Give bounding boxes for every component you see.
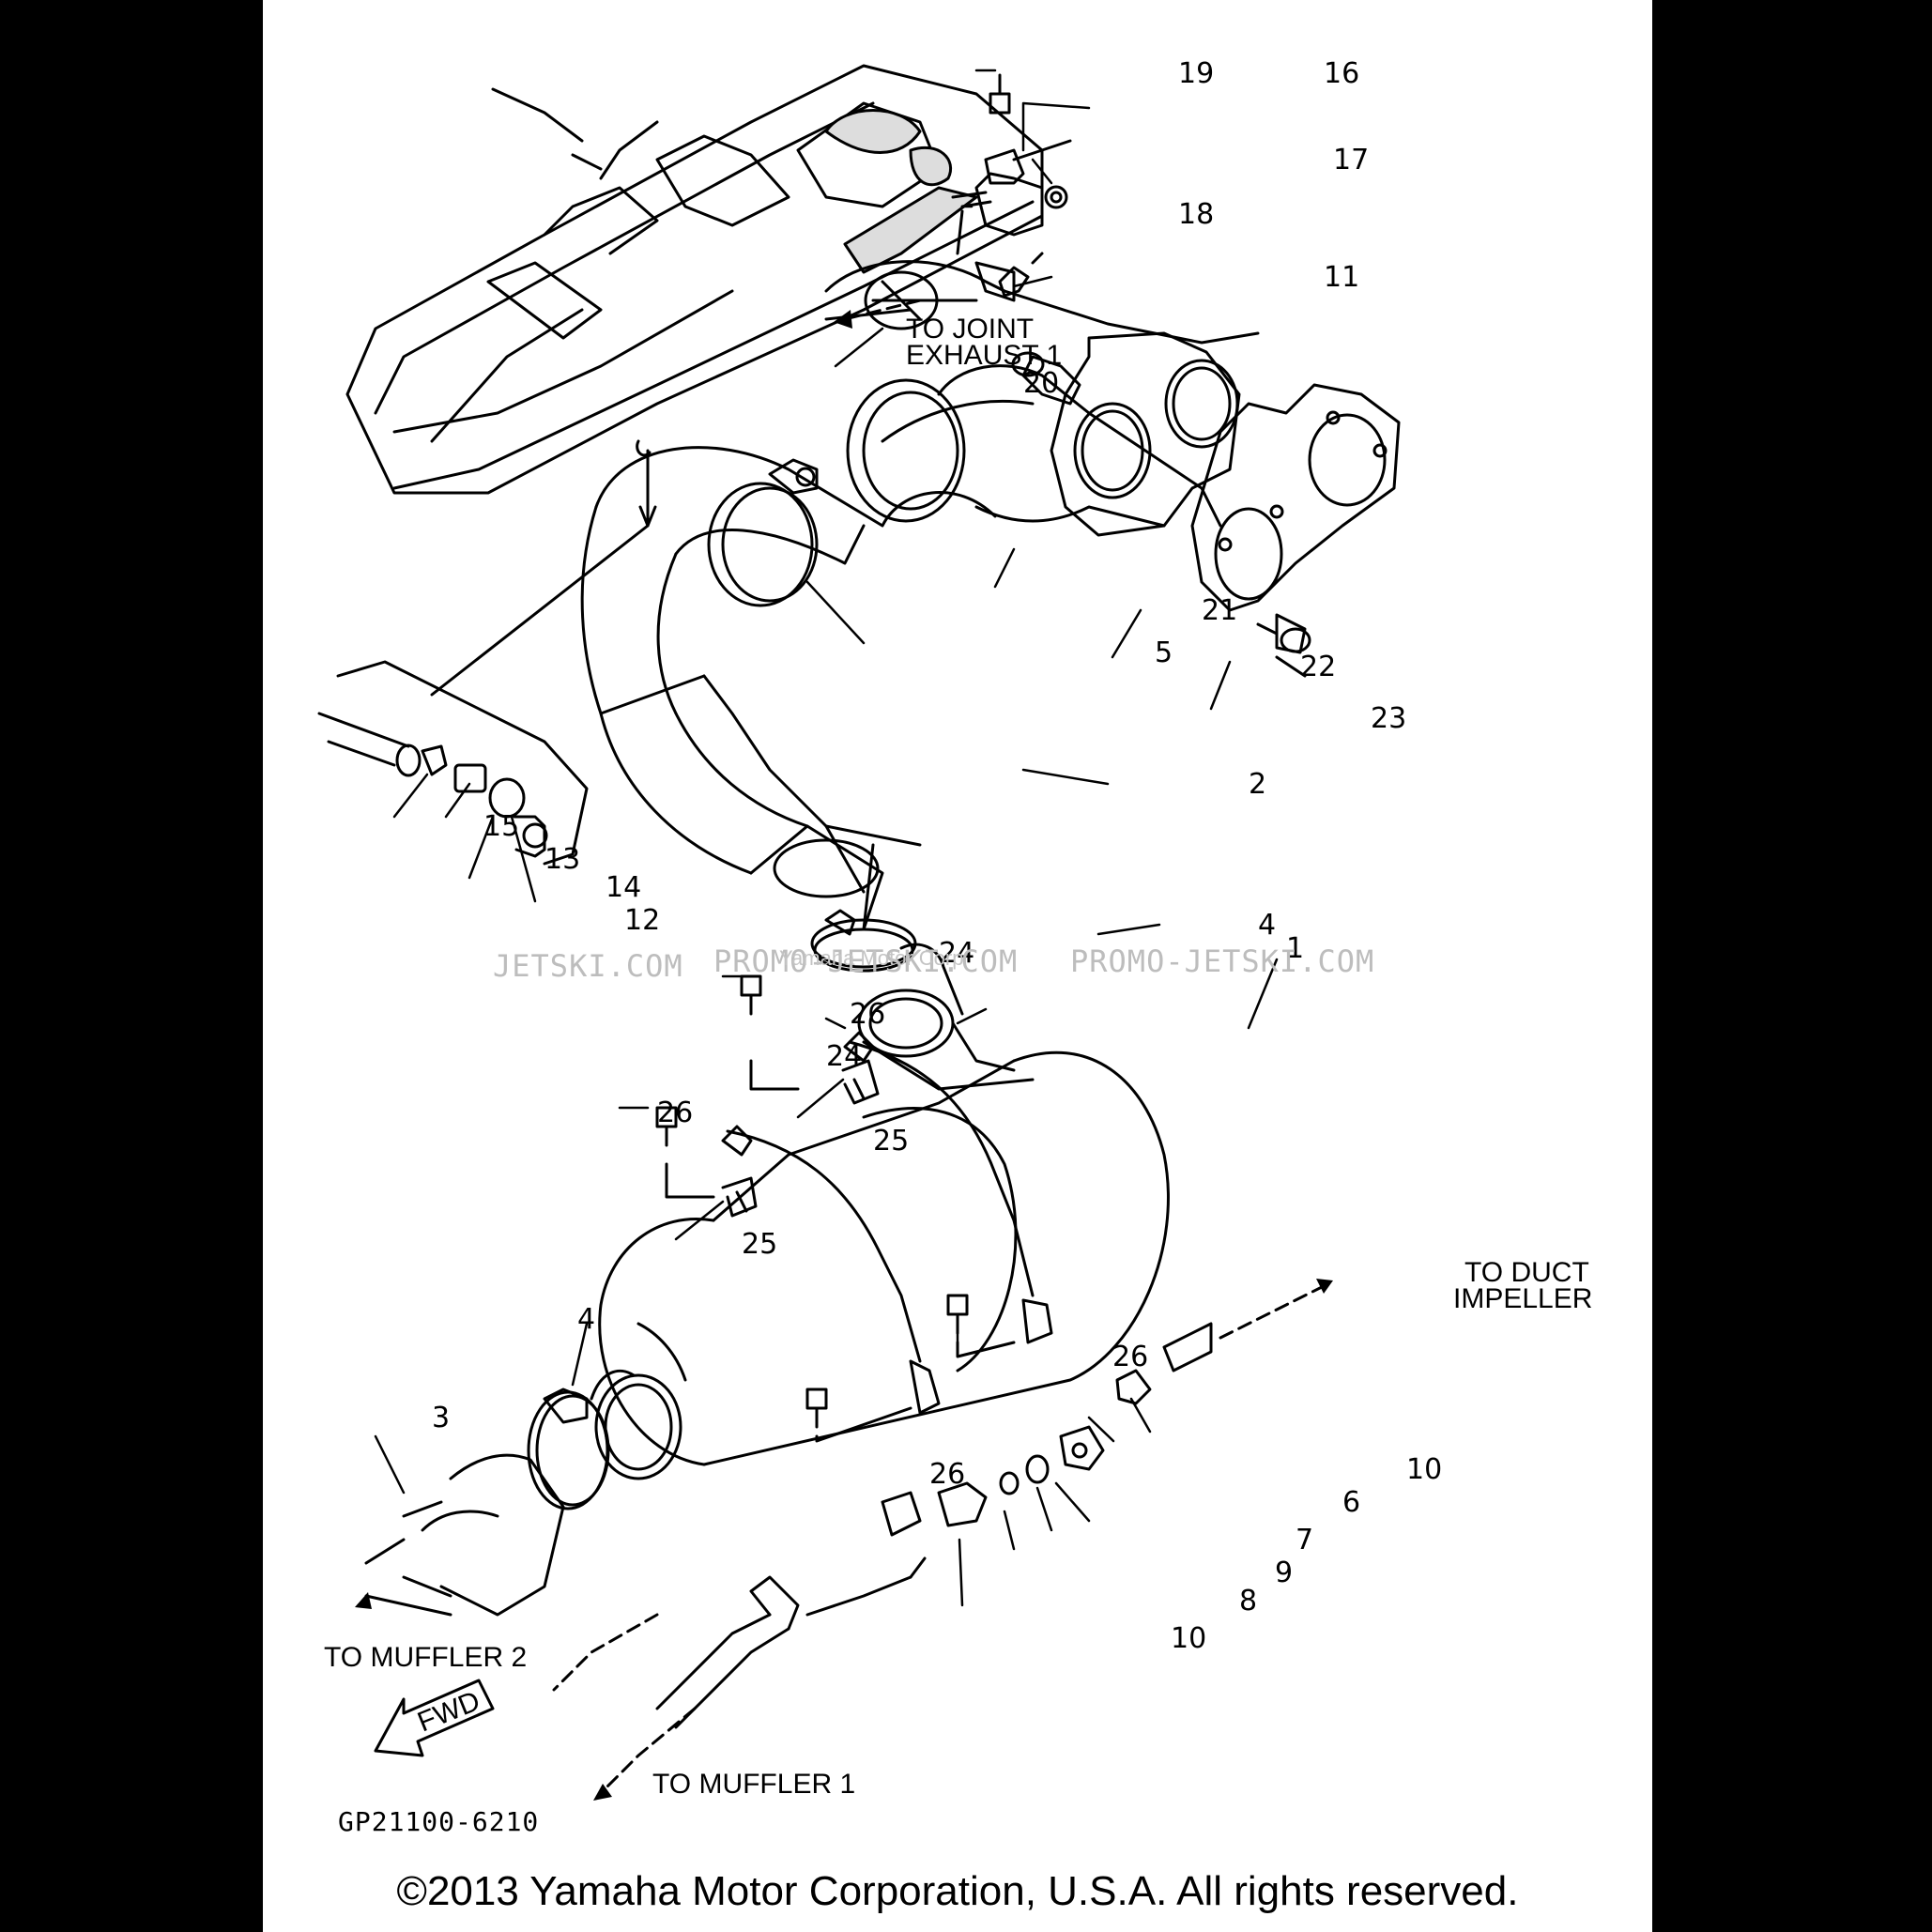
callout-15: 15 (483, 810, 519, 843)
strap-24-rear (843, 1031, 1053, 1344)
callout-26-lower: 26 (929, 1458, 965, 1491)
note-to-joint-1: TO JOINT (906, 314, 1034, 345)
bolt-26-a (740, 974, 762, 1016)
callout-25-upper: 25 (873, 1125, 909, 1158)
gasket-22 (1190, 383, 1401, 612)
callout-10-left: 10 (1171, 1622, 1206, 1655)
watermark-left: JETSKI.COM (493, 948, 683, 984)
arrowheads (355, 310, 1333, 1801)
bolt-26-d (805, 1388, 828, 1429)
callout-21: 21 (1202, 594, 1237, 627)
bolt-26-b (655, 1106, 678, 1147)
callout-9: 9 (1275, 1556, 1293, 1589)
callout-24-upper: 24 (939, 937, 974, 970)
callout-17: 17 (1333, 144, 1369, 176)
drawing-code: GP21100-6210 (338, 1806, 539, 1837)
callout-1: 1 (1286, 932, 1304, 965)
bracket-parts-16-19 (951, 73, 1072, 255)
callout-16: 16 (1324, 57, 1359, 90)
bolt-23 (1256, 613, 1311, 678)
callout-5: 5 (1155, 636, 1173, 669)
fittings-6-10 (881, 1322, 1213, 1537)
callout-7: 7 (1296, 1524, 1313, 1556)
exhaust-joint-manifold (824, 260, 1260, 537)
watermark: JETSKI.COM PROMO-JETSKI.COM PROMO-JETSKI… (493, 943, 1374, 984)
callout-25-lower: 25 (742, 1228, 777, 1261)
fwd-arrow (374, 1679, 495, 1757)
hose-clamp-5 (707, 458, 819, 607)
callout-19: 19 (1178, 57, 1214, 90)
note-to-joint-2: EXHAUST 1 (906, 340, 1062, 371)
strap-24-front (721, 1125, 941, 1415)
part-callouts: 1 2 3 4 4 5 6 7 8 9 10 10 11 12 13 14 15… (432, 57, 1442, 1655)
callout-14: 14 (606, 871, 641, 904)
callout-12: 12 (624, 904, 660, 937)
callout-23: 23 (1371, 702, 1406, 735)
callout-2: 2 (1249, 768, 1266, 801)
bracket-25-right (841, 1059, 880, 1105)
callout-8: 8 (1239, 1585, 1257, 1618)
callout-10-right: 10 (1406, 1453, 1442, 1486)
watercraft-illustration (345, 64, 1044, 697)
copyright-notice: ©2013 Yamaha Motor Corporation, U.S.A. A… (396, 1868, 1519, 1914)
flow-arrows (552, 299, 1326, 1795)
bolt-26-c (946, 1294, 969, 1335)
callout-4-upper: 4 (1258, 909, 1276, 942)
exhaust-parts-diagram: 1 2 3 4 4 5 6 7 8 9 10 10 11 12 13 14 15… (317, 57, 1592, 1837)
bracket-25-left (721, 1176, 758, 1218)
note-to-muffler-1: TO MUFFLER 1 (652, 1769, 855, 1800)
callout-4-lower: 4 (577, 1303, 595, 1336)
callout-24-lower: 24 (826, 1040, 862, 1073)
muffler-1 (590, 943, 1170, 1480)
hose-clamp-4-lower (527, 1388, 610, 1510)
callout-20: 20 (1023, 367, 1059, 400)
hose-to-muffler-1 (655, 1556, 927, 1729)
callout-18: 18 (1178, 198, 1214, 231)
callout-26-left: 26 (657, 1096, 693, 1129)
note-to-duct-1: TO DUCT (1464, 1257, 1589, 1288)
hose-3 (364, 1453, 565, 1617)
callout-11: 11 (1324, 261, 1359, 294)
callout-26-upper: 26 (850, 998, 885, 1031)
clip-11 (998, 252, 1044, 298)
watermark-center: PROMO-JETSKI.COM (713, 943, 1018, 979)
callout-22: 22 (1300, 651, 1336, 683)
parts-diagram-sheet: 1 2 3 4 4 5 6 7 8 9 10 10 11 12 13 14 15… (263, 0, 1652, 1932)
note-to-duct-2: IMPELLER (1453, 1283, 1592, 1314)
callout-13: 13 (544, 843, 580, 876)
watermark-right: PROMO-JETSKI.COM (1070, 943, 1374, 979)
callout-6: 6 (1342, 1486, 1360, 1519)
exhaust-pipe-2 (580, 446, 997, 931)
leader-lines (374, 69, 1279, 1607)
callout-26-right: 26 (1112, 1341, 1148, 1373)
callout-3: 3 (432, 1402, 450, 1434)
routing-notes: TO JOINT EXHAUST 1 TO DUCT IMPELLER TO M… (324, 314, 1592, 1837)
hose-fitting-assembly (317, 660, 589, 866)
note-to-muffler-2: TO MUFFLER 2 (324, 1642, 527, 1673)
watermark-overlay: Yamaha Motor Corp (779, 946, 963, 970)
